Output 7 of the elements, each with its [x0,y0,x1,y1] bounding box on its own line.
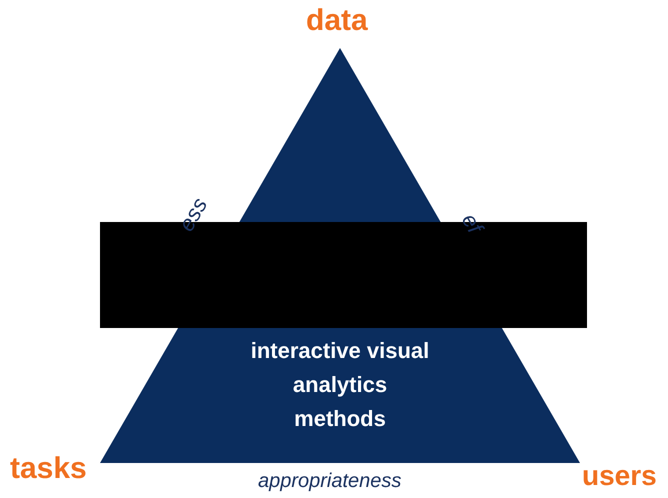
side-label: ess [173,193,214,236]
side-label: ef [456,209,488,238]
side-label: appropriateness [258,470,402,493]
vertex-label: tasks [10,452,87,486]
node-label: interactive visual analytics methods [250,337,430,433]
vertex-label: users [582,460,657,492]
vertex-label: data [306,4,368,38]
